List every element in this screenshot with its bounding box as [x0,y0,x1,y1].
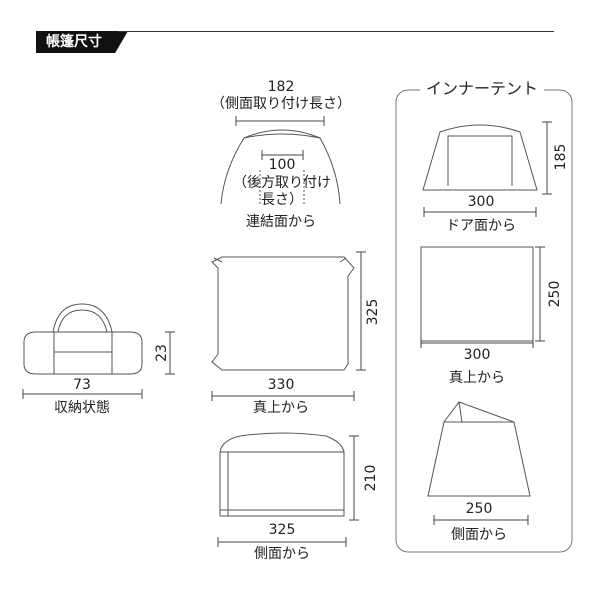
tarp-side-dimension-lines [217,435,359,547]
tarp-rear-attach-label: 100 [268,157,296,173]
inner-tent-panel [395,89,573,553]
inner-top-view-drawing [420,246,534,342]
tarp-top-view-drawing [211,256,355,371]
tarp-side-caption: 側面から [254,546,310,562]
tarp-side-width-label: 325 [268,522,296,538]
tarp-side-height-label: 210 [363,464,379,492]
header-tab [36,31,128,53]
inner-door-caption: ドア面から [446,218,516,234]
storage-caption: 収納状態 [54,400,110,416]
tarp-front-view-drawing [220,129,341,205]
inner-tent-title: インナーテント [419,80,545,98]
inner-side-caption: 側面から [451,527,507,543]
inner-top-width-label: 300 [463,347,491,363]
inner-top-caption: 真上から [449,370,505,386]
tarp-side-attach-label: 182 [267,79,295,95]
inner-door-width-label: 300 [467,194,495,210]
storage-bag-drawing [23,303,143,375]
inner-door-view-drawing [422,124,538,191]
header-rule [118,31,554,32]
inner-door-dimension-lines [423,121,552,217]
tarp-side-view-drawing [219,432,345,517]
tarp-top-depth-label: 325 [365,298,381,326]
tarp-side-attach-note: （側面取り付け長さ） [211,96,351,112]
tarp-top-dimension-lines [211,251,366,401]
tarp-rear-attach-note-1: （後方取り付け [233,175,331,191]
tarp-top-caption: 真上から [253,400,309,416]
inner-top-depth-label: 250 [547,280,563,308]
inner-top-dimension-lines [420,246,545,348]
inner-door-height-label: 185 [553,143,569,171]
storage-height-label: 23 [154,344,170,362]
storage-bag-dimension-lines [22,331,175,399]
tarp-top-width-label: 330 [267,377,295,393]
tarp-front-caption: 連結面から [246,214,316,230]
section-title: 帳篷尺寸 [46,34,102,50]
inner-side-dimension-lines [433,515,529,525]
inner-side-width-label: 250 [465,501,493,517]
tarp-rear-attach-note-2: 長さ） [261,192,303,208]
tarp-front-dimension-lines [235,116,325,160]
storage-length-label: 73 [73,377,91,393]
inner-side-view-drawing [427,401,531,497]
